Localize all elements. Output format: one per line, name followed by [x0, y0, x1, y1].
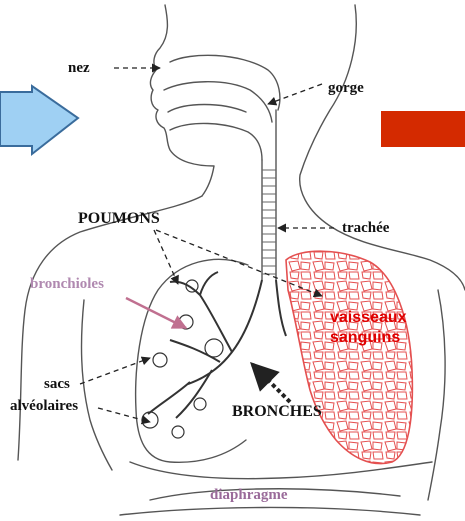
label-vaisseaux-line1: vaisseaux	[330, 309, 407, 326]
label-nez: nez	[68, 60, 90, 76]
arrow-right-icon	[0, 86, 78, 154]
label-vaisseaux-line2: sanguins	[330, 329, 400, 346]
pointer-bronchioles	[126, 298, 186, 328]
label-sacs-line1: sacs	[44, 376, 70, 392]
right-lung	[286, 251, 412, 463]
pointer-gorge	[268, 84, 322, 104]
pointer-poumons-left	[154, 230, 178, 284]
label-gorge: gorge	[328, 80, 364, 96]
trachea	[262, 170, 276, 274]
label-sacs-line2: alvéolaires	[10, 398, 78, 414]
label-poumons: POUMONS	[78, 210, 160, 227]
pointer-bronches	[252, 364, 290, 402]
red-rectangle-icon	[381, 111, 465, 147]
pointer-lines	[80, 68, 334, 422]
label-diaphragme: diaphragme	[210, 487, 288, 503]
label-bronches: BRONCHES	[232, 403, 322, 420]
label-trachee: trachée	[342, 220, 390, 236]
label-bronchioles: bronchioles	[30, 276, 104, 292]
pointer-sacs-2	[98, 408, 150, 422]
pointer-sacs-1	[80, 358, 150, 384]
